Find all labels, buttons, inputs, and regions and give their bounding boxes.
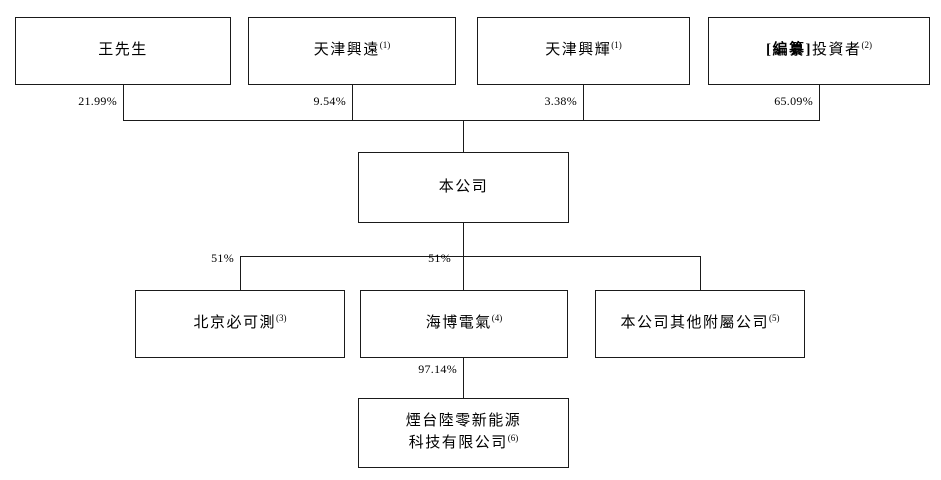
ownership-investors: 65.09% (774, 94, 813, 108)
connector-other-down (700, 256, 701, 290)
connector-haibo-yantai (463, 358, 464, 398)
node-yantai-luling-line1: 煙台陸零新能源 (405, 413, 522, 430)
node-other-subsidiaries-label: 本公司其他附屬公司(5) (620, 313, 780, 332)
node-mr-wang: 王先生 (15, 17, 231, 85)
node-tianjin-xinghui: 天津興輝(1) (477, 17, 690, 85)
note-6-superscript: (6) (507, 433, 519, 443)
ownership-wang: 21.99% (78, 94, 117, 108)
note-1-superscript: (1) (379, 40, 391, 51)
node-beijing-bikece-label: 北京必可測(3) (193, 313, 287, 332)
ownership-xingyuan: 9.54% (313, 94, 346, 108)
node-beijing-bikece: 北京必可測(3) (135, 290, 345, 358)
connector-top-bus (123, 120, 820, 121)
node-investors: [編纂]投資者(2) (708, 17, 930, 85)
connector-bus-to-company (463, 120, 464, 152)
connector-xinghui-down (583, 85, 584, 120)
node-yantai-luling: 煙台陸零新能源 科技有限公司(6) (358, 398, 569, 468)
node-haibo-electric: 海博電氣(4) (360, 290, 568, 358)
node-other-subsidiaries: 本公司其他附屬公司(5) (595, 290, 805, 358)
note-2-superscript: (2) (861, 40, 873, 51)
ownership-beijing: 51% (211, 251, 234, 265)
ownership-xinghui: 3.38% (544, 94, 577, 108)
node-tianjin-xingyuan: 天津興遠(1) (248, 17, 456, 85)
ownership-yantai: 97.14% (418, 362, 457, 376)
connector-investors-down (819, 85, 820, 120)
node-yantai-luling-line2: 科技有限公司(6) (408, 433, 519, 452)
connector-haibo-down (463, 256, 464, 290)
note-3-superscript: (3) (276, 313, 287, 324)
connector-mid-bus (240, 256, 701, 257)
ownership-haibo: 51% (428, 251, 451, 265)
redaction-placeholder: [編纂] (765, 42, 812, 59)
node-tianjin-xinghui-label: 天津興輝(1) (545, 40, 622, 59)
connector-company-down (463, 223, 464, 256)
connector-wang-down (123, 85, 124, 120)
node-tianjin-xingyuan-label: 天津興遠(1) (313, 40, 391, 59)
node-company-label: 本公司 (438, 178, 489, 195)
node-investors-label: [編纂]投資者(2) (765, 40, 873, 59)
connector-beijing-down (240, 256, 241, 290)
connector-xingyuan-down (352, 85, 353, 120)
node-haibo-electric-label: 海博電氣(4) (425, 313, 503, 332)
node-company: 本公司 (358, 152, 569, 223)
note-1-superscript: (1) (611, 40, 622, 51)
node-mr-wang-label: 王先生 (98, 42, 148, 59)
note-4-superscript: (4) (491, 313, 503, 324)
note-5-superscript: (5) (769, 313, 780, 324)
